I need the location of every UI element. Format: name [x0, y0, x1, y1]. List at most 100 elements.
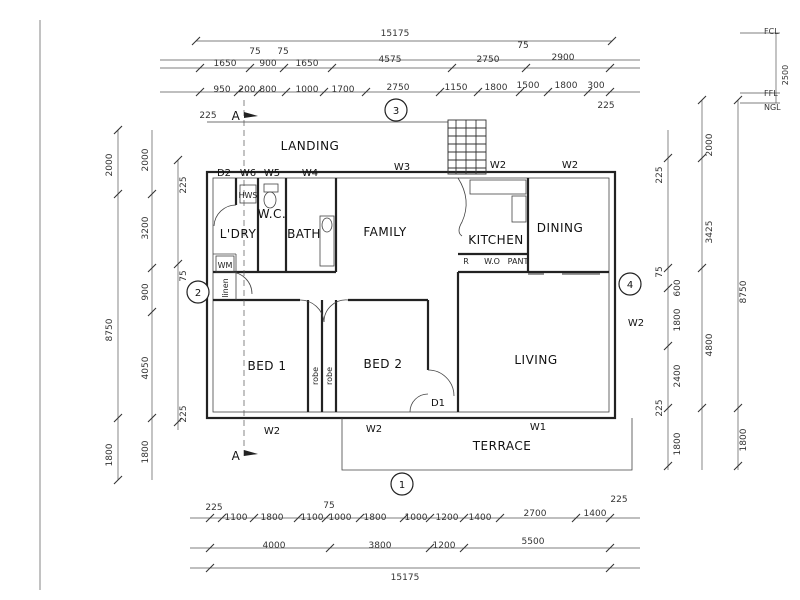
fixture-hws: HWS: [238, 191, 257, 200]
right-1800-inner: 1800: [673, 432, 683, 455]
dim-75-a: 75: [249, 47, 260, 57]
section-a-bottom: A: [232, 449, 241, 463]
fixture-pantry: PANT: [508, 257, 529, 266]
right-75: 75: [655, 266, 665, 277]
stairs: [447, 119, 487, 175]
overall-width-bottom: 15175: [391, 573, 420, 583]
window-w1: W1: [530, 422, 546, 433]
bot-3800: 3800: [369, 541, 392, 551]
room-family: FAMILY: [363, 225, 406, 239]
dim-1500: 1500: [517, 81, 540, 91]
building-walls: [205, 100, 633, 471]
window-w2-top-1: W2: [490, 160, 506, 171]
dim-225-top-left: 225: [199, 111, 216, 121]
top-dimensions: 15175 75 75 75 1650 900 1650 4575 2750 2…: [160, 29, 640, 121]
dim-1150: 1150: [445, 83, 468, 93]
dim-1000: 1000: [296, 85, 319, 95]
room-living: LIVING: [514, 353, 557, 367]
room-kitchen: KITCHEN: [468, 233, 524, 247]
dim-1800-top-b: 1800: [555, 81, 578, 91]
dim-2750-mid: 2750: [387, 83, 410, 93]
svg-text:4: 4: [627, 280, 633, 291]
left-8750: 8750: [105, 318, 115, 341]
window-w2-top-2: W2: [562, 160, 578, 171]
bot-75: 75: [323, 501, 334, 511]
bot-4000: 4000: [263, 541, 286, 551]
grid-marker-2: 2: [186, 280, 210, 304]
door-d2: D2: [217, 168, 231, 179]
grid-marker-4: 4: [618, 272, 642, 296]
room-bed1: BED 1: [247, 359, 286, 373]
bot-1200-b: 1200: [433, 541, 456, 551]
grid-marker-3: 3: [384, 98, 408, 122]
dim-950: 950: [213, 85, 230, 95]
left-2000-outer: 2000: [105, 153, 115, 176]
grid-marker-1: 1: [390, 472, 414, 496]
right-1800-outer: 1800: [739, 428, 749, 451]
fixture-fridge: R: [463, 257, 469, 266]
ngl-label: NGL: [764, 103, 781, 112]
bot-1100-a: 1100: [225, 513, 248, 523]
bot-1800-a: 1800: [261, 513, 284, 523]
left-1800-mid: 1800: [141, 440, 151, 463]
bot-1000-a: 1000: [329, 513, 352, 523]
fixture-wm: WM: [218, 261, 233, 270]
dim-4575: 4575: [379, 55, 402, 65]
bot-1800-b: 1800: [364, 513, 387, 523]
window-w6: W6: [240, 168, 256, 179]
right-600: 600: [673, 279, 683, 296]
room-bath: BATH: [287, 227, 321, 241]
window-w3: W3: [394, 162, 410, 173]
left-3200: 3200: [141, 216, 151, 239]
left-225-top: 225: [179, 176, 189, 193]
window-labels: D2 W6 W5 W4 W3 W2 W2 W2 W2 W2 W1 D1: [217, 160, 644, 437]
dim-1700: 1700: [332, 85, 355, 95]
room-terrace: TERRACE: [472, 439, 532, 453]
svg-text:1: 1: [399, 480, 405, 491]
right-225-bottom: 225: [655, 399, 665, 416]
room-labels: LANDING FAMILY KITCHEN DINING L'DRY BATH…: [220, 139, 583, 453]
dim-2900: 2900: [552, 53, 575, 63]
door-d1: D1: [431, 398, 445, 409]
right-8750: 8750: [739, 280, 749, 303]
fixture-wall-oven: W.O: [484, 257, 500, 266]
left-2000-mid: 2000: [141, 148, 151, 171]
ffl-label: FFL: [764, 89, 778, 98]
dim-1650-b: 1650: [296, 59, 319, 69]
left-75: 75: [179, 270, 189, 281]
dim-225-top-right: 225: [597, 101, 614, 111]
left-4050: 4050: [141, 356, 151, 379]
bot-1000-b: 1000: [405, 513, 428, 523]
left-dimensions: 2000 8750 1800 2000 3200 900 4050 1800 2…: [105, 125, 189, 485]
room-bed2: BED 2: [363, 357, 402, 371]
dim-75-b: 75: [277, 47, 288, 57]
svg-text:2: 2: [195, 288, 201, 299]
svg-text:3: 3: [393, 106, 399, 117]
room-robe-2: robe: [325, 367, 334, 385]
bot-225-right: 225: [610, 495, 627, 505]
bot-1100-b: 1100: [301, 513, 324, 523]
section-a-top: A: [232, 109, 241, 123]
window-w2-bottom-2: W2: [366, 424, 382, 435]
window-w2-bottom-1: W2: [264, 426, 280, 437]
dim-300: 300: [587, 81, 604, 91]
bot-1400-a: 1400: [469, 513, 492, 523]
dim-1800-top-a: 1800: [485, 83, 508, 93]
grid-markers: A A 1 2 3 4: [186, 98, 642, 496]
dim-2750-top: 2750: [477, 55, 500, 65]
level-dim-2500: 2500: [781, 65, 790, 85]
left-1800-outer: 1800: [105, 443, 115, 466]
right-3425: 3425: [705, 221, 715, 244]
window-w5: W5: [264, 168, 280, 179]
overall-width-top: 15175: [381, 29, 410, 39]
dim-1650-a: 1650: [214, 59, 237, 69]
dim-800: 800: [259, 85, 276, 95]
right-1800: 1800: [673, 308, 683, 331]
bot-5500: 5500: [522, 537, 545, 547]
right-2400: 2400: [673, 364, 683, 387]
window-w2-right: W2: [628, 318, 644, 329]
room-robe-1: robe: [311, 367, 320, 385]
right-225-top: 225: [655, 166, 665, 183]
left-900: 900: [141, 283, 151, 300]
